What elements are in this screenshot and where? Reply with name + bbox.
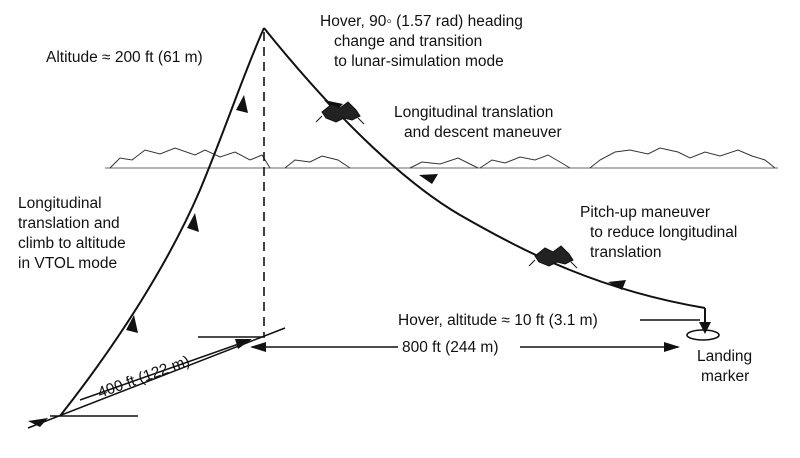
dim-400-line — [79, 339, 251, 401]
climb-arrow-2 — [187, 213, 199, 232]
climb-path — [59, 27, 265, 417]
label-long-descent-1: Longitudinal translation — [394, 104, 553, 121]
label-hover-heading-1: Hover, 90◦ (1.57 rad) heading — [320, 13, 523, 30]
label-pitch-up-3: translation — [590, 244, 662, 261]
label-long-climb-1: Longitudinal — [18, 195, 102, 212]
climb-arrow-1 — [126, 315, 138, 333]
label-hover-low: Hover, altitude ≈ 10 ft (3.1 m) — [398, 312, 598, 329]
label-landing-2: marker — [701, 368, 749, 385]
lander-craft-lower — [528, 245, 578, 269]
label-long-climb-3: climb to altitude — [18, 235, 126, 252]
descent-arrow-3 — [608, 280, 626, 290]
label-long-climb-2: translation and — [18, 215, 120, 232]
label-altitude-top: Altitude ≈ 200 ft (61 m) — [46, 49, 203, 66]
label-long-climb-4: in VTOL mode — [18, 255, 117, 272]
label-landing-1: Landing — [697, 348, 752, 365]
label-hover-heading-3: to lunar-simulation mode — [334, 53, 504, 70]
dim-800-arrow-left — [250, 342, 266, 352]
descent-arrow-2 — [419, 174, 438, 184]
label-pitch-up-1: Pitch-up maneuver — [580, 204, 710, 221]
label-dist-800: 800 ft (244 m) — [402, 339, 499, 356]
dim-800-arrow-right — [664, 342, 680, 352]
label-pitch-up-2: to reduce longitudinal — [590, 224, 737, 241]
label-dist-400: 400 ft (122 m) — [96, 353, 192, 402]
label-long-descent-2: and descent maneuver — [404, 124, 562, 141]
label-hover-heading-2: change and transition — [334, 33, 482, 50]
lander-craft-upper — [315, 101, 365, 125]
landing-marker-shape — [686, 329, 720, 341]
final-descent-arrow — [699, 322, 711, 334]
horizon-terrain — [105, 147, 778, 169]
climb-arrow-3 — [236, 95, 248, 113]
dim-400-arrow-top — [235, 339, 252, 349]
heading-arrowhead — [28, 418, 48, 427]
